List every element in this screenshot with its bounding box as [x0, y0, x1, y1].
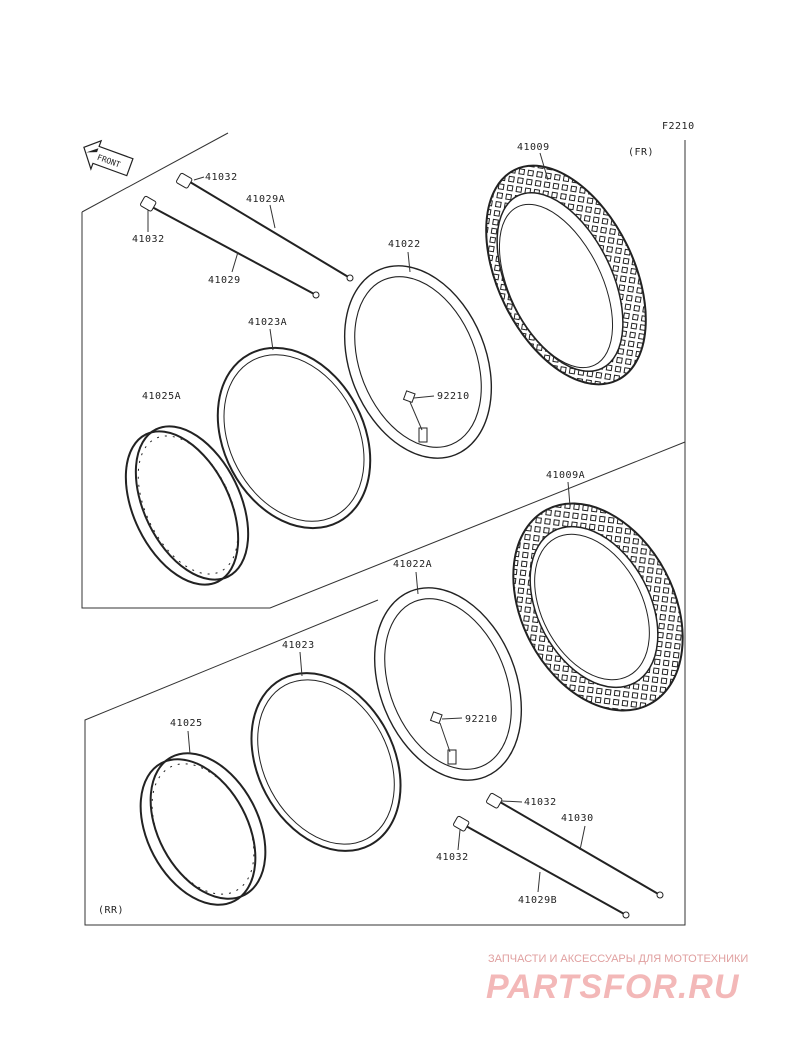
label-rear-rim: 41025 — [170, 718, 203, 729]
label-rear-rim-band: 41023 — [282, 640, 315, 651]
diagram-code: F2210 — [662, 121, 695, 132]
label-rear-spoke-b: 41029B — [518, 895, 557, 906]
rear-rim-band — [250, 672, 402, 852]
label-rear-spoke-nipple-a: 41032 — [524, 797, 557, 808]
front-spoke — [140, 195, 320, 299]
label-rear-spoke: 41030 — [561, 813, 594, 824]
label-rear-valve-nut: 92210 — [465, 714, 498, 725]
front-tube — [343, 265, 493, 459]
label-front-spoke-a: 41029A — [246, 194, 285, 205]
watermark-tagline: ЗАПЧАСТИ И АКСЕССУАРЫ ДЛЯ МОТОТЕХНИКИ — [488, 953, 748, 965]
rear-spoke — [486, 792, 664, 899]
label-front-valve-nut: 92210 — [437, 391, 470, 402]
watermark: ЗАПЧАСТИ И АКСЕССУАРЫ ДЛЯ МОТОТЕХНИКИ PA… — [486, 953, 748, 1006]
label-front-tube: 41022 — [388, 239, 421, 250]
front-rim — [124, 425, 250, 586]
label-front-rim-band: 41023A — [248, 317, 287, 328]
rear-rim — [139, 752, 267, 906]
watermark-brand: PARTSFOR.RU — [486, 968, 740, 1006]
front-tire — [485, 164, 647, 386]
label-front-tire: 41009 — [517, 142, 550, 153]
rear-spoke-b — [453, 815, 630, 919]
front-section-label: (FR) — [628, 147, 654, 158]
rear-section-label: (RR) — [98, 905, 124, 916]
front-rim-band — [216, 346, 372, 530]
front-spoke-a — [176, 172, 354, 282]
label-front-rim: 41025A — [142, 391, 181, 402]
label-rear-spoke-nipple-b: 41032 — [436, 852, 469, 863]
rear-section-frame — [84, 442, 686, 926]
label-front-spoke-nipple-a: 41032 — [205, 172, 238, 183]
rear-tube — [373, 587, 523, 781]
label-rear-tire: 41009A — [546, 470, 585, 481]
label-front-spoke: 41029 — [208, 275, 241, 286]
label-rear-tube: 41022A — [393, 559, 432, 570]
rear-tire — [512, 502, 684, 712]
front-arrow-icon: FRONT — [83, 139, 134, 177]
front-section-frame — [81, 132, 686, 609]
label-front-spoke-nipple-b: 41032 — [132, 234, 165, 245]
